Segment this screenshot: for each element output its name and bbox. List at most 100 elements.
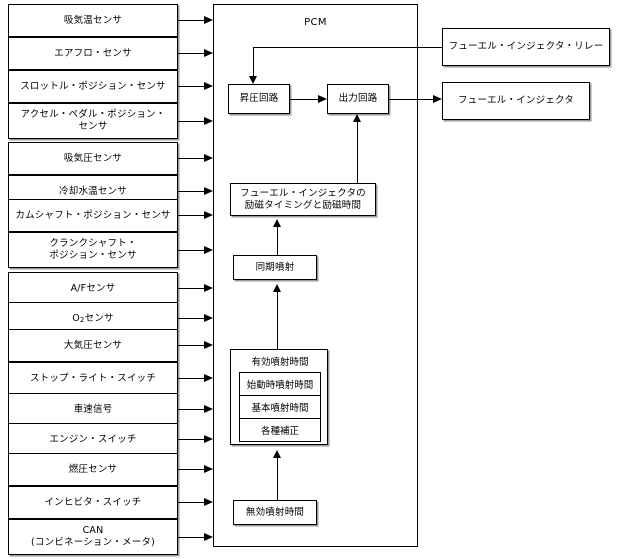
connector-sensor-14	[178, 469, 204, 470]
output-label: フューエル・インジェクタ	[457, 95, 575, 107]
connector-sensor-4	[178, 158, 204, 159]
sensor-box-throttle-position: スロットル・ポジション・センサ	[8, 70, 178, 103]
arrowhead-sensor-5	[204, 187, 213, 195]
sensor-label: エアフロ・センサ	[54, 47, 132, 59]
sensor-box-intake-pressure: 吸気圧センサ	[8, 142, 178, 175]
connector-sensor-13	[178, 439, 204, 440]
arrowhead-output-circuit-input	[318, 94, 327, 103]
pcm-boundary	[213, 4, 418, 547]
block-label: 有効噴射時間	[251, 357, 309, 368]
arrowhead-effective-injection-input	[273, 450, 281, 458]
wire-effective-to-sync-vertical	[277, 292, 278, 349]
arrowhead-sensor-12	[204, 405, 213, 413]
arrowhead-sensor-3	[204, 117, 213, 125]
sensor-box-can-combination-meter: CAN(コンビネーション・メータ)	[8, 519, 178, 555]
sensor-box-engine-switch: エンジン・スイッチ	[8, 423, 178, 456]
sensor-label: ストップ・ライト・スイッチ	[29, 372, 157, 384]
block-synchronous-injection: 同期噴射	[233, 255, 317, 280]
sensor-box-af-sensor: A/Fセンサ	[8, 272, 178, 305]
block-label: 出力回路	[338, 93, 378, 105]
wire-relay-to-boost-vertical	[253, 47, 254, 76]
wire-boost-to-output	[290, 99, 318, 100]
sensor-box-crankshaft-position: クランクシャフト・ポジション・センサ	[8, 232, 178, 268]
arrowhead-sensor-11	[204, 374, 213, 382]
sensor-label: エンジン・スイッチ	[49, 433, 137, 445]
block-start-injection-time: 始動時噴射時間	[239, 372, 321, 396]
block-boost-circuit: 昇圧回路	[228, 84, 290, 114]
connector-sensor-12	[178, 409, 204, 410]
arrowhead-sensor-9	[204, 314, 213, 322]
sensor-box-camshaft-position: カムシャフト・ポジション・センサ	[8, 199, 178, 232]
arrowhead-sensor-4	[204, 154, 213, 162]
arrowhead-sensor-7	[204, 246, 213, 254]
connector-sensor-15	[178, 502, 204, 503]
sensor-label: A/Fセンサ	[70, 282, 116, 294]
wire-relay-to-boost-horizontal	[253, 47, 443, 48]
connector-sensor-9	[178, 318, 204, 319]
block-label: 昇圧回路	[239, 93, 279, 105]
sensor-label: カムシャフト・ポジション・センサ	[15, 209, 171, 221]
block-label: 基本噴射時間	[251, 403, 309, 414]
output-box-fuel-injector-relay: フューエル・インジェクタ・リレー	[442, 28, 610, 66]
connector-sensor-0	[178, 20, 204, 21]
block-basic-injection-time: 基本噴射時間	[239, 395, 321, 419]
sensor-box-fuel-pressure: 燃圧センサ	[8, 453, 178, 486]
sensor-box-atmospheric-pressure: 大気圧センサ	[8, 329, 178, 362]
sensor-label: スロットル・ポジション・センサ	[20, 80, 166, 92]
sensor-box-air-flow: エアフロ・センサ	[8, 37, 178, 70]
block-label: 各種補正	[260, 426, 299, 437]
arrowhead-injection-timing-input	[273, 219, 281, 227]
sensor-box-inhibitor-switch: インヒビタ・スイッチ	[8, 486, 178, 519]
arrowhead-sensor-1	[204, 49, 213, 57]
sensor-label: 吸気温センサ	[63, 14, 123, 26]
sensor-label: クランクシャフト・ポジション・センサ	[49, 238, 137, 261]
arrowhead-sensor-0	[204, 16, 213, 24]
sensor-label: 冷却水温センサ	[59, 185, 127, 197]
block-injection-timing: フューエル・インジェクタの励磁タイミングと励磁時間	[230, 183, 376, 216]
arrowhead-sensor-13	[204, 435, 213, 443]
connector-sensor-16	[178, 537, 204, 538]
block-label: フューエル・インジェクタの励磁タイミングと励磁時間	[240, 187, 366, 211]
block-label: 無効噴射時間	[245, 506, 305, 518]
wire-sync-to-timing-vertical	[277, 227, 278, 255]
block-output-circuit: 出力回路	[327, 84, 389, 114]
arrowhead-sensor-6	[204, 211, 213, 219]
arrowhead-output-circuit-bottom-input	[353, 114, 361, 122]
sensor-box-intake-air-temp: 吸気温センサ	[8, 4, 178, 37]
pcm-title: PCM	[304, 17, 327, 28]
sensor-label: CAN(コンビネーション・メータ)	[30, 525, 156, 548]
block-ineffective-injection-time: 無効噴射時間	[233, 500, 317, 525]
sensor-box-vehicle-speed-signal: 車速信号	[8, 393, 178, 426]
sensor-box-stop-light-switch: ストップ・ライト・スイッチ	[8, 362, 178, 395]
sensor-label: 車速信号	[73, 403, 113, 415]
connector-sensor-8	[178, 288, 204, 289]
block-label: 同期噴射	[255, 261, 295, 273]
connector-sensor-5	[178, 191, 204, 192]
connector-sensor-11	[178, 378, 204, 379]
arrowhead-synchronous-injection-input	[273, 284, 281, 292]
arrowhead-sensor-10	[204, 341, 213, 349]
connector-sensor-2	[178, 86, 204, 87]
connector-sensor-1	[178, 53, 204, 54]
wire-timing-to-output-vertical	[357, 122, 358, 183]
sensor-label: 大気圧センサ	[63, 339, 123, 351]
connector-sensor-3	[178, 121, 204, 122]
output-label: フューエル・インジェクタ・リレー	[448, 41, 604, 53]
connector-sensor-6	[178, 215, 204, 216]
arrowhead-sensor-15	[204, 498, 213, 506]
arrowhead-sensor-14	[204, 465, 213, 473]
sensor-label: 燃圧センサ	[68, 463, 118, 475]
wire-output-to-injector	[389, 99, 433, 100]
wire-ineffective-to-effective-vertical	[277, 458, 278, 500]
connector-sensor-7	[178, 250, 204, 251]
sensor-box-accel-pedal-position: アクセル・ペダル・ポジション・センサ	[8, 103, 178, 139]
connector-sensor-10	[178, 345, 204, 346]
sensor-label: O2センサ	[72, 312, 114, 325]
block-various-corrections: 各種補正	[239, 418, 321, 442]
sensor-label: アクセル・ペダル・ポジション・センサ	[20, 109, 166, 132]
block-effective-injection-time: 有効噴射時間 始動時噴射時間 基本噴射時間 各種補正	[230, 349, 328, 445]
arrowhead-fuel-injector-input	[433, 94, 442, 103]
sensor-label: インヒビタ・スイッチ	[44, 496, 142, 508]
arrowhead-sensor-2	[204, 82, 213, 90]
